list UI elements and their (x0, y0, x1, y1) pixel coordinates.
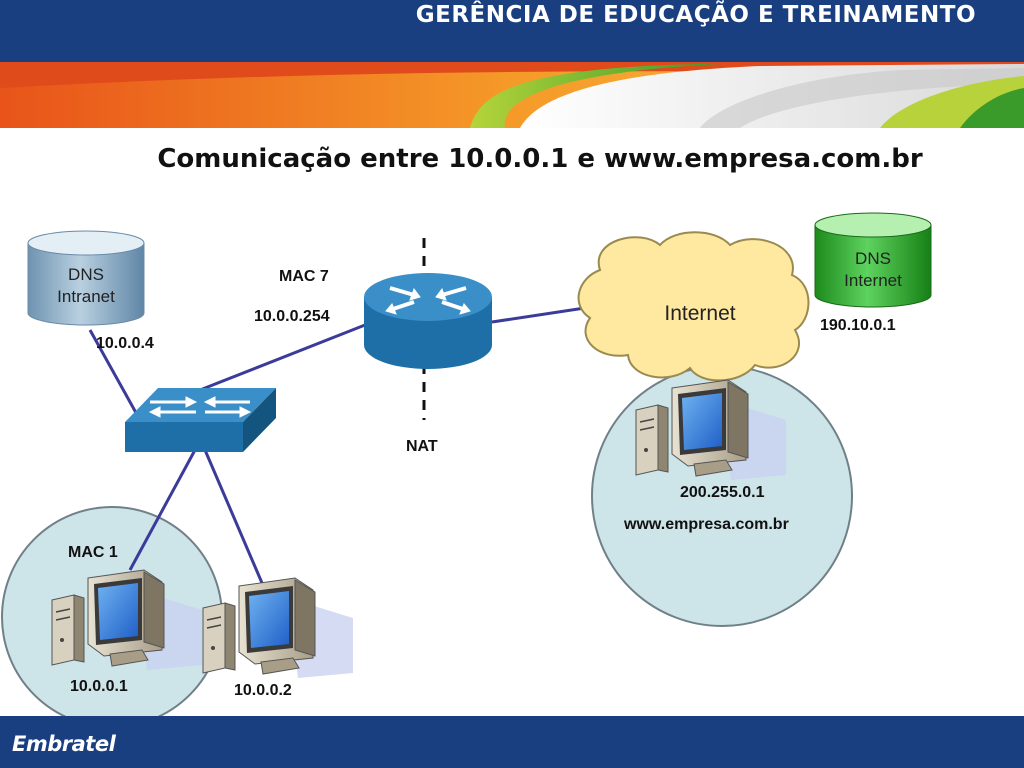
link-switch-host2 (203, 449, 264, 584)
header-bar (0, 0, 1024, 62)
web-server-host: www.empresa.com.br (624, 516, 789, 533)
router-mac-label: MAC 7 (279, 268, 329, 285)
router-icon (364, 273, 492, 369)
host2-ip-label: 10.0.0.2 (234, 682, 292, 699)
dns-intranet-ip: 10.0.0.4 (96, 335, 154, 352)
router-ip-label: 10.0.0.254 (254, 308, 330, 325)
switch-icon (125, 388, 276, 452)
footer-bar (0, 716, 1024, 768)
slide-title: Comunicação entre 10.0.0.1 e www.empresa… (157, 144, 923, 174)
dns-internet-line2: Internet (844, 271, 902, 290)
header-title: GERÊNCIA DE EDUCAÇÃO E TREINAMENTO (415, 2, 976, 28)
host1-ip-label: 10.0.0.1 (70, 678, 128, 695)
dns-intranet-line1: DNS (68, 265, 104, 284)
dns-internet-label: DNS Internet (833, 248, 913, 292)
embratel-logo: Embratel (12, 732, 116, 756)
dns-internet-ip: 190.10.0.1 (820, 317, 896, 334)
nat-label: NAT (406, 438, 438, 455)
header-swoosh-decoration (0, 62, 1024, 128)
web-server-ip: 200.255.0.1 (680, 484, 765, 501)
dns-intranet-label: DNS Intranet (46, 264, 126, 308)
internet-cloud-label: Internet (664, 302, 736, 325)
dns-intranet-line2: Intranet (57, 287, 115, 306)
dns-internet-line1: DNS (855, 249, 891, 268)
dns-intranet-server-icon (27, 230, 145, 326)
dns-internet-server-icon (814, 212, 932, 308)
link-dns-switch (88, 329, 142, 421)
link-switch-router (199, 323, 366, 392)
link-switch-host1 (128, 449, 197, 571)
internet-cloud-icon (577, 231, 810, 382)
host2-pc-icon (202, 577, 354, 679)
host1-mac-label: MAC 1 (68, 544, 118, 561)
